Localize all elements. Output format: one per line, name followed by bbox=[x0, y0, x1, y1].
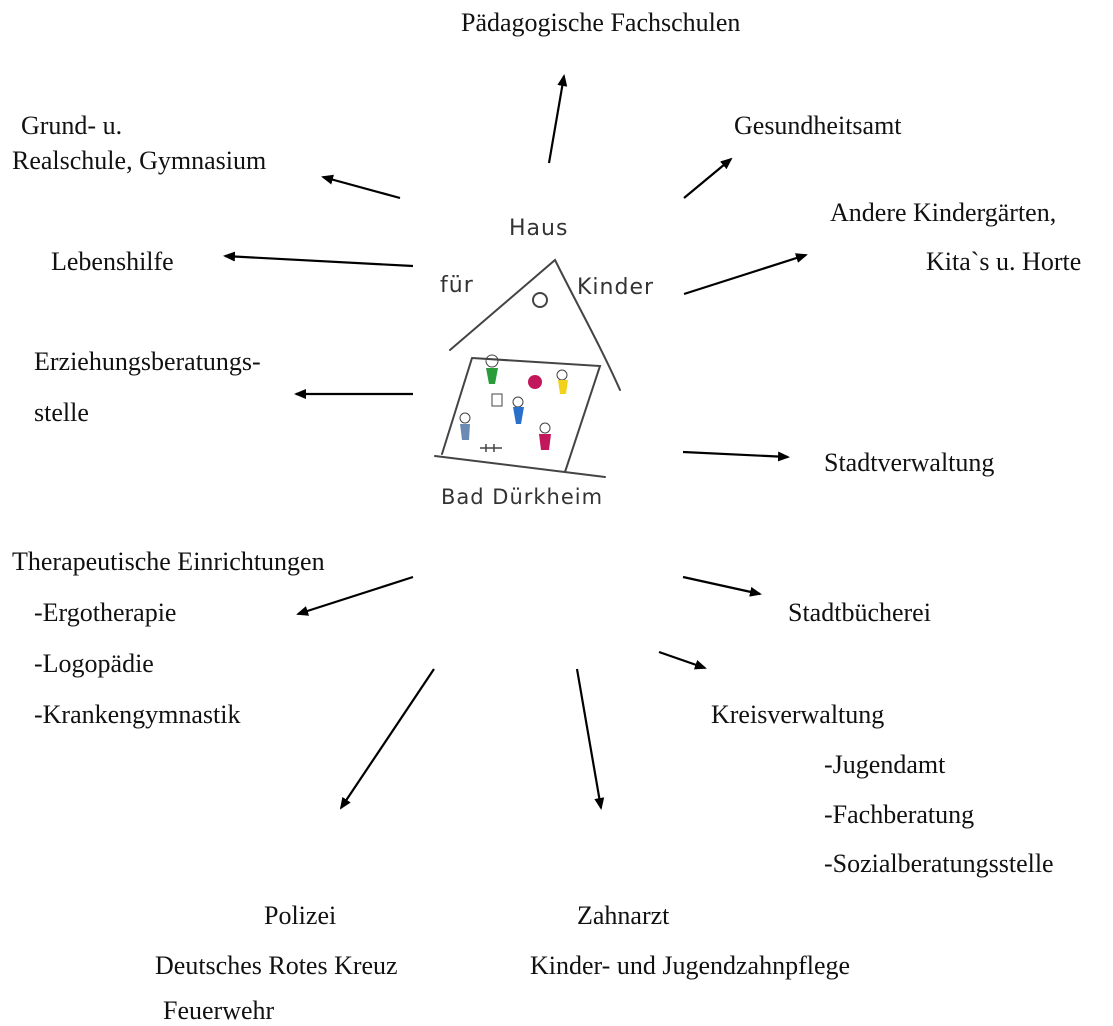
label-grundschule-line1: Grund- u. bbox=[21, 111, 123, 140]
label-zahnarzt: Zahnarzt bbox=[577, 901, 670, 930]
arrow-grundschule bbox=[321, 174, 401, 200]
logo-text-fuer: für bbox=[440, 273, 474, 298]
label-jugendzahnpflege: Kinder- und Jugendzahnpflege bbox=[530, 951, 851, 980]
label-andere-line2: Kita`s u. Horte bbox=[926, 247, 1082, 276]
label-polizei: Polizei bbox=[264, 901, 337, 930]
arrow-zahnarzt bbox=[575, 668, 605, 810]
arrow-gesundheitsamt bbox=[683, 157, 733, 199]
logo-text-kinder: Kinder bbox=[577, 275, 655, 300]
label-kreis-item: -Sozialberatungsstelle bbox=[824, 849, 1054, 878]
arrow-paedagogische bbox=[547, 74, 568, 164]
label-kreis-item: -Jugendamt bbox=[824, 750, 946, 779]
label-kreis-item: -Fachberatung bbox=[824, 800, 975, 829]
label-drk: Deutsches Rotes Kreuz bbox=[155, 951, 398, 980]
arrow-kreis bbox=[658, 650, 707, 670]
label-feuerwehr: Feuerwehr bbox=[163, 996, 275, 1025]
label-stadtverwaltung: Stadtverwaltung bbox=[824, 448, 995, 477]
label-stadtbuecherei: Stadtbücherei bbox=[788, 598, 931, 627]
logo-text-bad-duerkheim: Bad Dürkheim bbox=[441, 485, 604, 509]
house-walls bbox=[434, 357, 606, 478]
label-therapie-item: -Ergotherapie bbox=[34, 598, 177, 627]
label-paedagogische-fachschulen: Pädagogische Fachschulen bbox=[461, 8, 741, 37]
arrow-andere bbox=[683, 253, 808, 296]
label-gesundheitsamt: Gesundheitsamt bbox=[734, 111, 902, 140]
label-grundschule-line2: Realschule, Gymnasium bbox=[12, 146, 267, 175]
label-erziehung-line1: Erziehungsberatungs- bbox=[34, 347, 261, 376]
logo-text-haus: Haus bbox=[509, 216, 569, 241]
children-icon bbox=[459, 354, 568, 452]
house-drawing bbox=[434, 258, 621, 478]
window-icon bbox=[532, 292, 548, 308]
arrow-stadtverwaltung bbox=[682, 450, 790, 462]
label-erziehung-line2: stelle bbox=[34, 398, 89, 427]
label-kreis-title: Kreisverwaltung bbox=[711, 700, 885, 729]
label-therapie-item: -Logopädie bbox=[34, 649, 154, 678]
label-therapie-title: Therapeutische Einrichtungen bbox=[12, 547, 325, 576]
label-therapie-item: -Krankengymnastik bbox=[34, 700, 241, 729]
arrow-lebenshilfe bbox=[223, 251, 414, 268]
label-andere-line1: Andere Kindergärten, bbox=[830, 198, 1057, 227]
arrow-polizei bbox=[339, 668, 435, 810]
label-lebenshilfe: Lebenshilfe bbox=[51, 247, 174, 276]
arrow-stadtbuecherei bbox=[682, 575, 762, 597]
arrow-therapie bbox=[296, 575, 414, 616]
logo-haus-fuer-kinder bbox=[420, 250, 630, 490]
roof-icon bbox=[449, 258, 621, 391]
